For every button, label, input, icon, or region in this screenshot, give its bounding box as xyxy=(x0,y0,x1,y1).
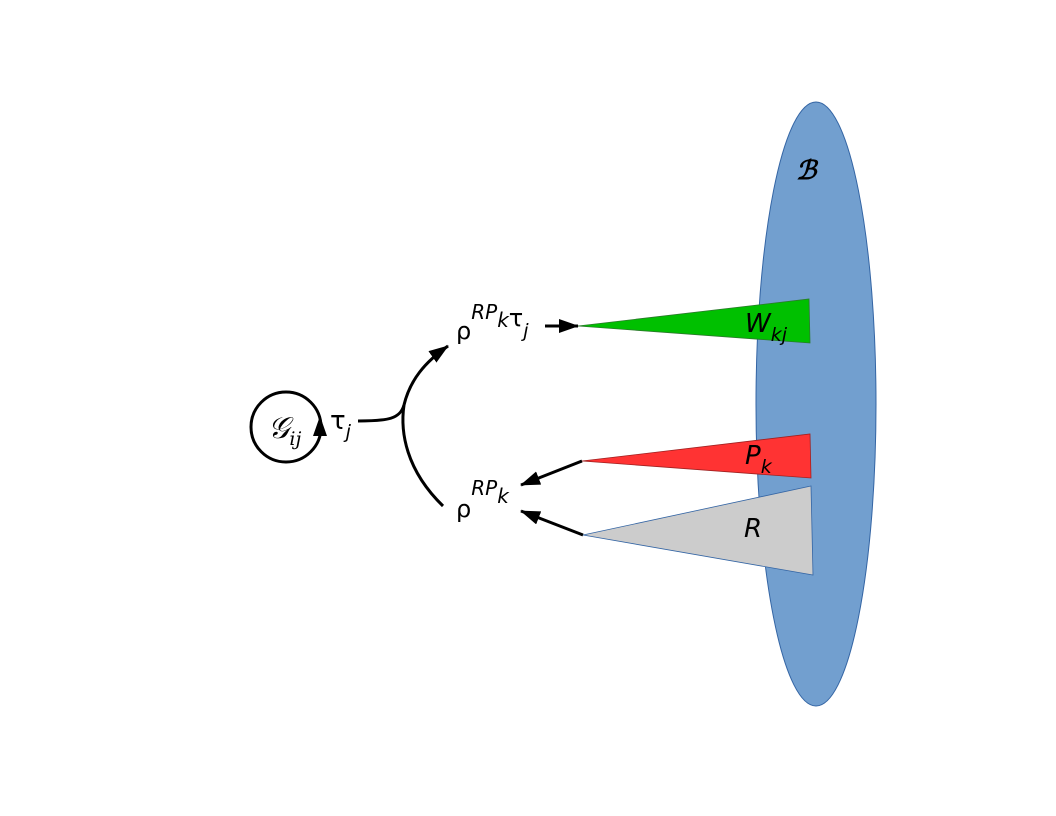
wedge-p-label: Pk xyxy=(745,441,773,478)
region-b-label: ℬ xyxy=(796,156,819,186)
self-loop-label: τj xyxy=(330,406,352,443)
wedge-r-label: R xyxy=(744,514,762,544)
fork-line-lower xyxy=(401,404,445,508)
upper-node-label: ρRPkτj xyxy=(456,300,529,345)
wedge-p xyxy=(581,433,812,479)
wedge-w-label: Wkj xyxy=(745,309,788,346)
lower-node-label: ρRPk xyxy=(456,476,510,523)
source-node-label: 𝒢ij xyxy=(268,411,301,450)
wedge-r xyxy=(582,485,814,576)
arrow-from-wedge-p xyxy=(520,459,583,487)
wedge-w xyxy=(577,298,811,344)
self-loop-arrowhead xyxy=(313,416,327,436)
arrow-from-wedge-r xyxy=(520,509,584,537)
region-b-ellipse xyxy=(755,101,877,707)
fork-arrow-upper xyxy=(357,344,449,423)
